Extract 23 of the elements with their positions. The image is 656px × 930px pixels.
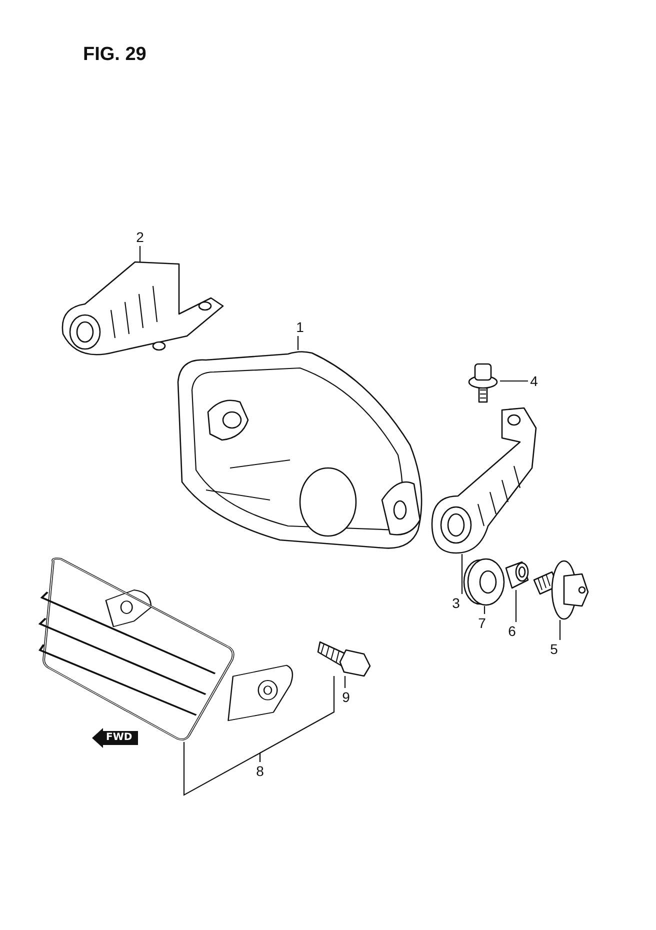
leader-line: [559, 620, 561, 640]
callout-number: 3: [450, 594, 462, 612]
callout-number: 2: [134, 228, 146, 246]
leader-line: [139, 246, 141, 262]
callout-number: 6: [506, 622, 518, 640]
leader-line: [500, 380, 528, 382]
leader-line: [484, 606, 486, 614]
leader-line: [461, 554, 463, 594]
callout-number: 9: [340, 688, 352, 706]
figure-title: FIG. 29: [83, 44, 146, 66]
leader-line: [183, 742, 261, 796]
callout-number: 8: [254, 762, 266, 780]
leader-line: [259, 676, 335, 762]
grommet-drawing: [462, 558, 507, 606]
callout-number: 4: [528, 372, 540, 390]
callout-number: 7: [476, 614, 488, 632]
callout-number: 1: [294, 318, 306, 336]
callout-number: 5: [548, 640, 560, 658]
leader-line: [297, 336, 299, 350]
leader-line: [515, 590, 517, 622]
direction-label: FWD: [106, 732, 132, 744]
leader-line: [344, 676, 346, 688]
bolt-drawing: [532, 562, 590, 620]
